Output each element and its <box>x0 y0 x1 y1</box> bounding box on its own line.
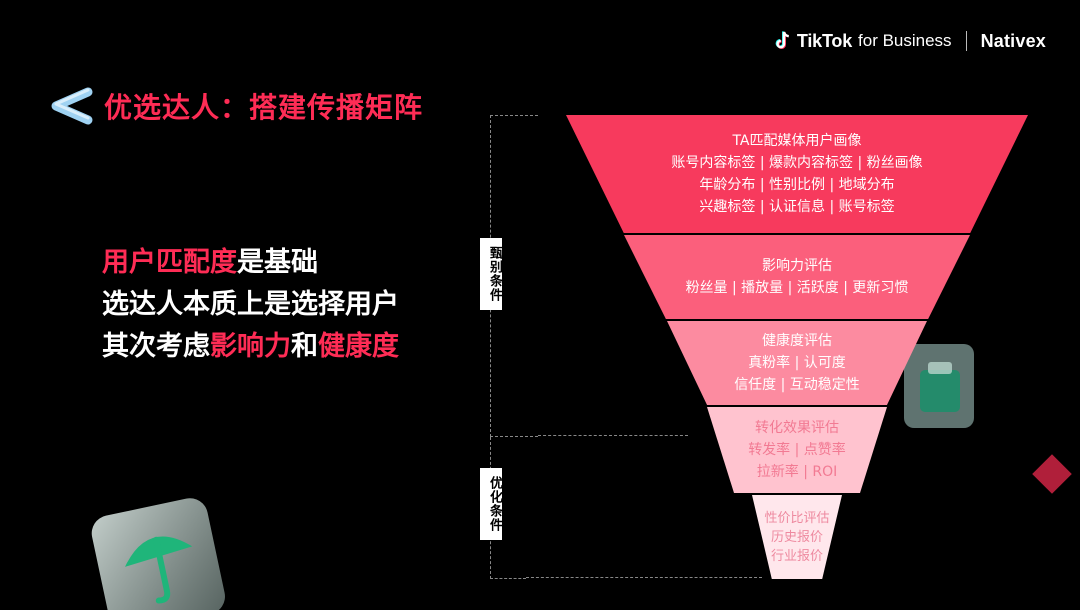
brand-bar: TikTok for Business Nativex <box>775 28 1046 54</box>
screening-bracket-extension <box>538 435 688 436</box>
funnel-layer-text: 历史报价 <box>770 529 823 545</box>
optimization-bracket-extension <box>526 577 762 578</box>
highlight-influence: 影响力 <box>210 331 291 362</box>
clipboard-card-decoration <box>904 344 974 428</box>
funnel-layer-text: 信任度 | 互动稳定性 <box>734 377 860 393</box>
diamond-decoration <box>1032 454 1072 494</box>
funnel-layer-text: 粉丝量 | 播放量 | 活跃度 | 更新习惯 <box>685 280 909 296</box>
highlight-health: 健康度 <box>318 331 399 362</box>
funnel-layer-audience-match: TA匹配媒体用户画像 账号内容标签 | 爆款内容标签 | 粉丝画像 年龄分布 |… <box>566 115 1028 233</box>
umbrella-card-decoration <box>91 498 225 610</box>
body-line-3-mid: 和 <box>291 331 318 362</box>
funnel-layer-text: 兴趣标签 | 认证信息 | 账号标签 <box>699 199 895 215</box>
funnel-layer-text: 真粉率 | 认可度 <box>748 355 846 371</box>
screening-conditions-label: 甄别条件 <box>480 238 502 310</box>
funnel-layer-conversion: 转化效果评估 转发率 | 点赞率 拉新率 | ROI <box>707 407 887 493</box>
funnel-layer-text: 年龄分布 | 性别比例 | 地域分布 <box>699 177 895 193</box>
funnel-layer-text: 拉新率 | ROI <box>756 464 838 480</box>
funnel-layer-health: 健康度评估 真粉率 | 认可度 信任度 | 互动稳定性 <box>667 321 927 405</box>
funnel-layer-text: 行业报价 <box>770 548 823 564</box>
funnel-layer-title: TA匹配媒体用户画像 <box>732 133 862 149</box>
body-line-3: 其次考虑影响力和健康度 <box>102 326 399 368</box>
funnel-layer-text: 转发率 | 点赞率 <box>748 442 846 458</box>
body-line-1-rest: 是基础 <box>237 247 318 278</box>
tiktok-wordmark: TikTok <box>796 30 853 51</box>
funnel-layer-cost-performance: 性价比评估 历史报价 行业报价 <box>752 495 842 579</box>
funnel-layer-title: 影响力评估 <box>762 258 832 274</box>
title-row: 优选达人：搭建传播矩阵 <box>44 86 423 126</box>
optimization-conditions-label: 优化条件 <box>480 468 502 540</box>
body-line-1: 用户匹配度是基础 <box>102 242 399 284</box>
brand-divider <box>965 31 967 51</box>
funnel-layer-title: 转化效果评估 <box>755 420 839 436</box>
body-line-3-prefix: 其次考虑 <box>102 331 210 362</box>
funnel-layer-influence: 影响力评估 粉丝量 | 播放量 | 活跃度 | 更新习惯 <box>624 235 970 319</box>
chevron-left-icon <box>51 87 93 125</box>
tiktok-logo: TikTok <box>775 31 852 52</box>
body-line-2: 选达人本质上是选择用户 <box>102 289 399 320</box>
funnel-layer-text: 账号内容标签 | 爆款内容标签 | 粉丝画像 <box>671 155 923 171</box>
for-business-text: for Business <box>858 31 952 50</box>
funnel-layer-title: 性价比评估 <box>764 510 830 526</box>
nativex-logo: Nativex <box>980 30 1046 51</box>
funnel-layer-title: 健康度评估 <box>762 333 832 349</box>
page-title: 优选达人：搭建传播矩阵 <box>104 91 424 124</box>
highlight-user-match: 用户匹配度 <box>102 247 237 278</box>
tiktok-note-icon <box>775 31 789 49</box>
body-text: 用户匹配度是基础 选达人本质上是选择用户 其次考虑影响力和健康度 <box>102 242 399 368</box>
